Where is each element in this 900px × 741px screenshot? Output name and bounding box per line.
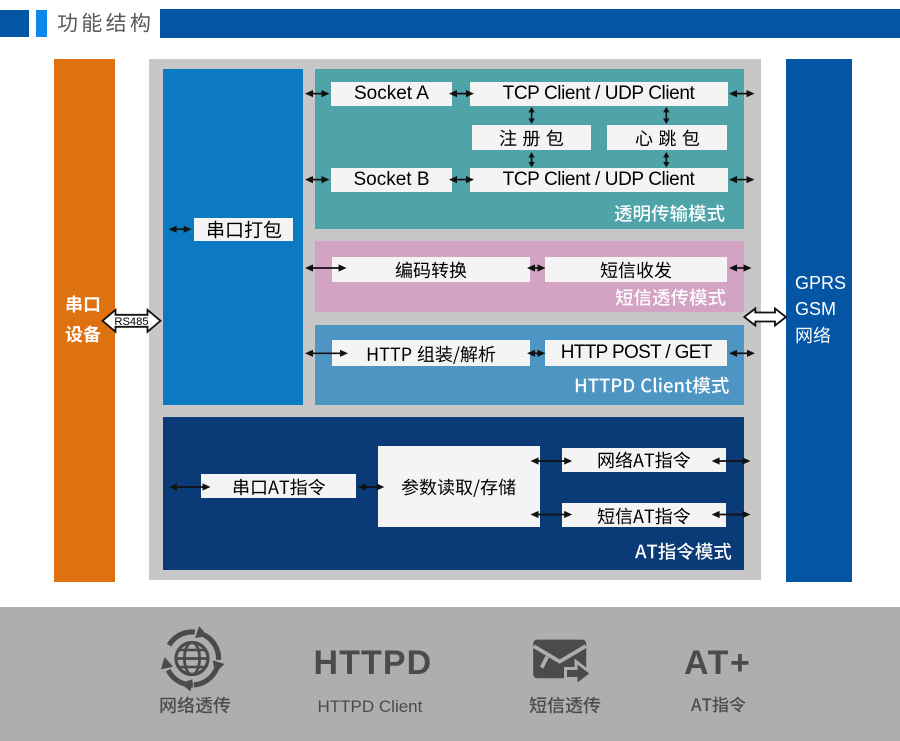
svg-text:RS485: RS485: [114, 316, 148, 328]
